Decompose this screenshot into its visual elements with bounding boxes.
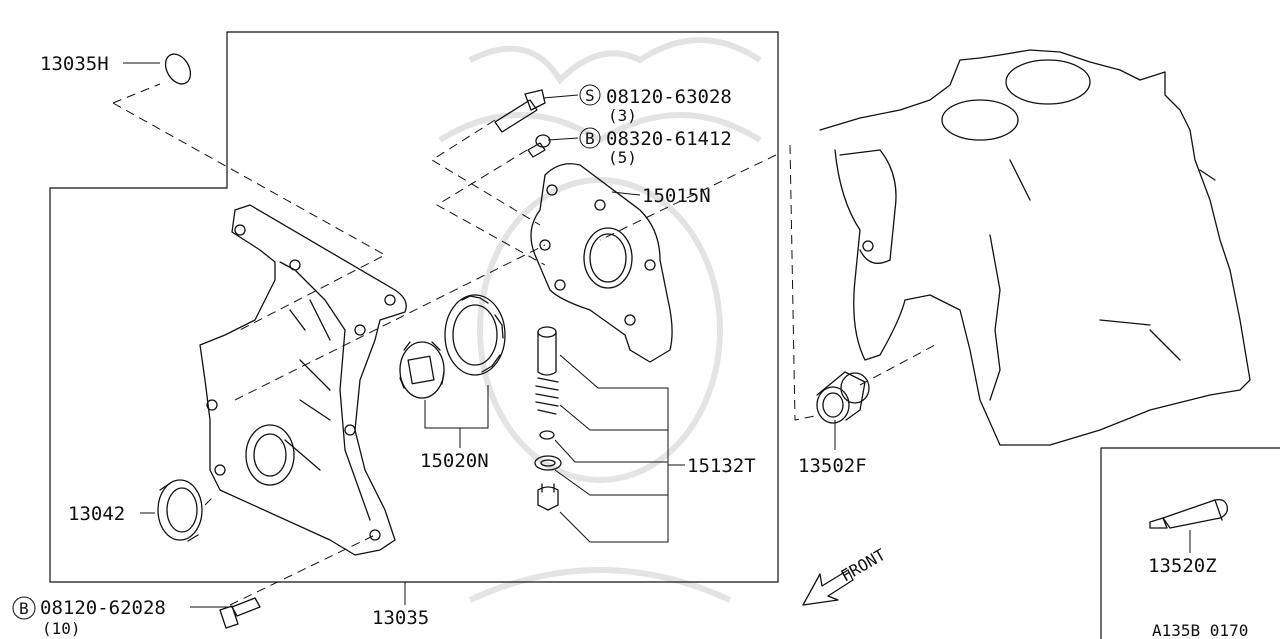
inset-frame [1100,447,1280,639]
engine-block-part [819,49,1251,446]
label-08120-63028: 08120-63028 [606,86,732,108]
label-13035: 13035 [372,607,429,629]
diagram-code: A135B 0170 [1152,621,1248,639]
bolt-part-upper [494,89,546,133]
oil-pump-gear-part [399,294,506,399]
marker-b-upper-text: B [585,129,595,148]
marker-b-lower: B [12,596,36,620]
relief-valve-parts [534,326,562,511]
marker-s: S [579,84,601,106]
screw-part [527,134,551,158]
alignment-lines [112,83,936,606]
front-arrow [802,569,854,606]
label-08120-62028: 08120-62028 [40,597,166,619]
marker-b-lower-text: B [19,599,29,618]
bushing-part [816,371,870,424]
main-frame [49,31,779,583]
cap-part [164,53,192,85]
bolt-part-lower [219,597,261,629]
label-08320-61412: 08320-61412 [606,128,732,150]
label-08320-61412-qty: (5) [608,148,637,167]
label-front: FRONT [838,545,890,586]
front-cover-part [199,204,407,556]
label-08120-63028-qty: (3) [608,106,637,125]
label-13042: 13042 [68,503,125,525]
label-15020N: 15020N [420,450,489,472]
label-13035H: 13035H [40,53,109,75]
sealant-tube-part [1149,498,1228,529]
oil-seal-part [157,479,203,542]
label-08120-62028-qty: (10) [42,619,81,638]
label-15015N: 15015N [642,185,711,207]
watermark-emblem [438,37,762,603]
label-13520Z: 13520Z [1148,555,1217,577]
marker-s-text: S [585,86,595,105]
marker-b-upper: B [579,127,601,149]
leader-lines [123,62,1191,608]
label-15132T: 15132T [687,455,756,477]
oil-pump-housing-part [530,163,673,363]
label-13502F: 13502F [798,455,867,477]
